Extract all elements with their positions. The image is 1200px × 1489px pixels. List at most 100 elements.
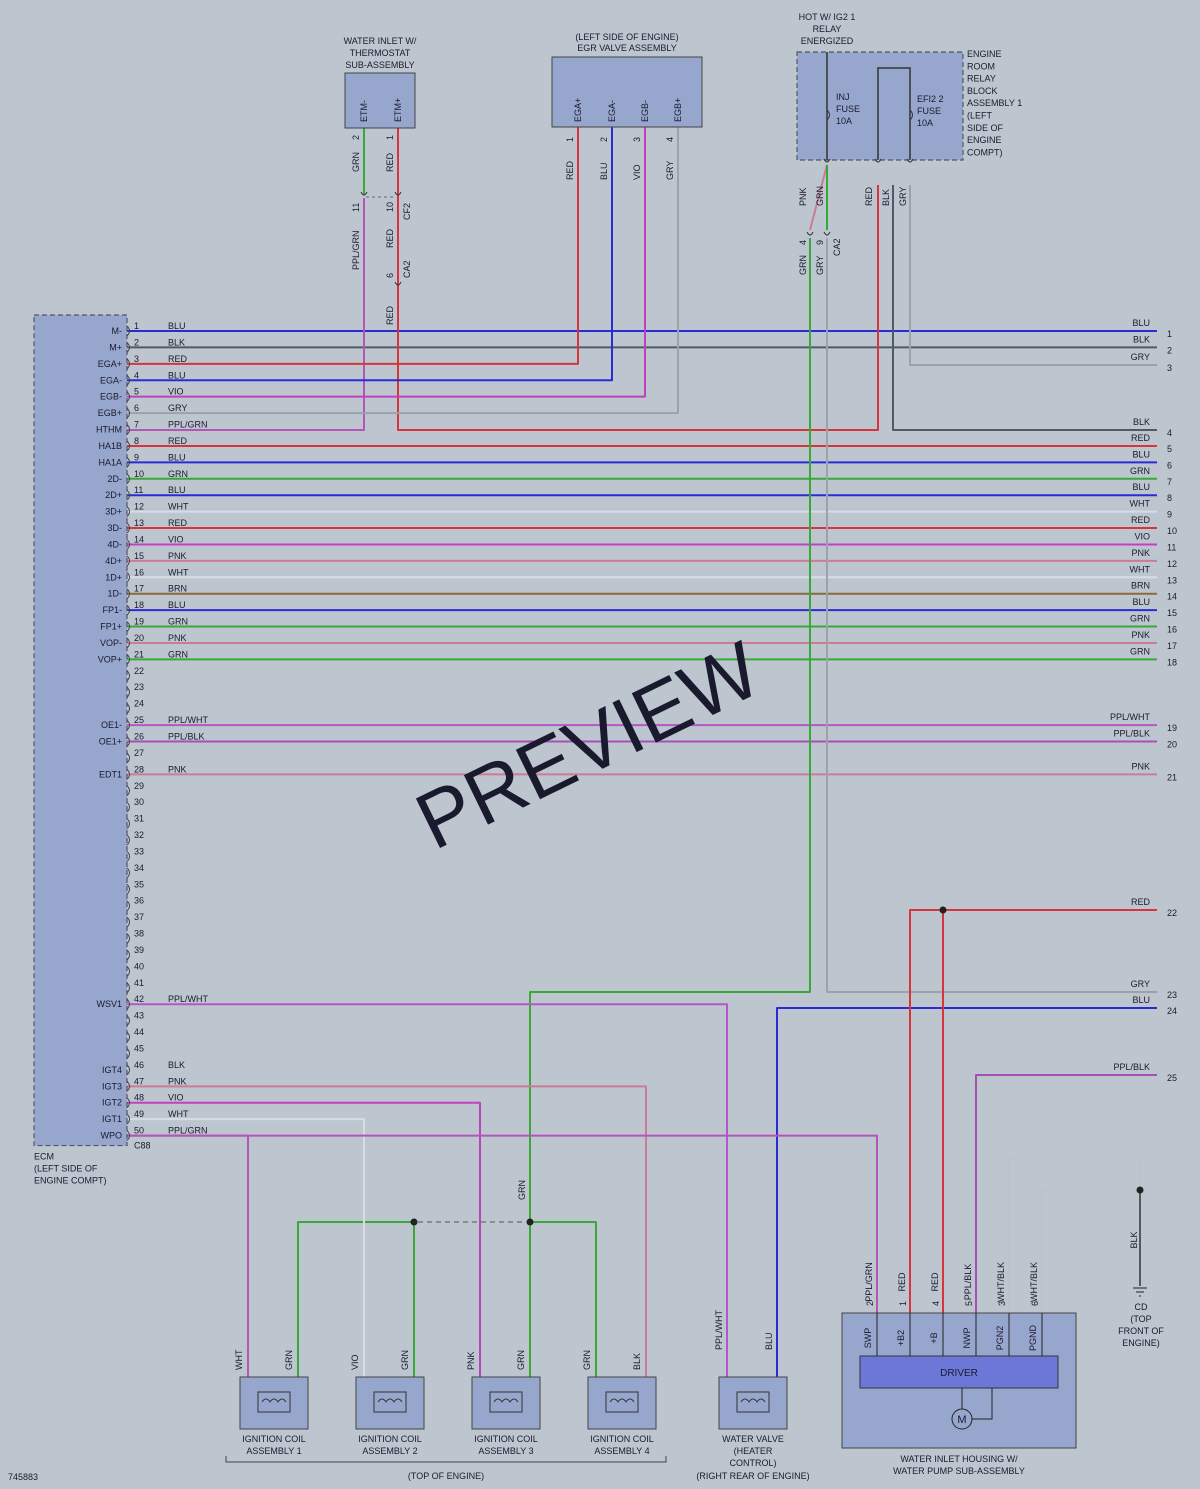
wire-color-label: WHT xyxy=(168,1109,189,1119)
ecm-pin-number: 30 xyxy=(134,797,144,807)
ecm-pin-number: 11 xyxy=(134,485,143,495)
coil-symbol xyxy=(257,1391,291,1413)
pin-name: ETM- xyxy=(359,100,369,122)
coil-winding xyxy=(609,1398,635,1403)
ecm-pin-number: 13 xyxy=(134,518,144,528)
wire-color-label: BLK xyxy=(1133,417,1150,427)
ecm-pin-number: 36 xyxy=(134,896,144,906)
wire-color-label: WHT xyxy=(1130,499,1151,509)
egr-wire-EGA+ xyxy=(127,127,579,365)
fuse-bus xyxy=(877,67,911,160)
ecm-pin-number: 17 xyxy=(134,584,144,594)
ecm-pin-number: 49 xyxy=(134,1109,144,1119)
terminal-number: 10 xyxy=(1167,526,1177,536)
wire-color-label: WHT xyxy=(168,567,189,577)
wire-color-label: RED xyxy=(168,518,188,528)
wire-color-label: RED xyxy=(385,152,395,172)
relay-block-title: SIDE OF xyxy=(967,123,1004,133)
terminal-number: 24 xyxy=(1167,1006,1177,1016)
wire-color-label: GRN xyxy=(815,186,825,206)
ecm-pin-number: 33 xyxy=(134,846,144,856)
ecm-pin-mark xyxy=(126,998,130,1010)
terminal-number: 25 xyxy=(1167,1073,1177,1083)
ground-label: (TOP xyxy=(1130,1314,1151,1324)
terminal-number: 22 xyxy=(1167,908,1177,918)
wire-color-label: RED xyxy=(565,160,575,180)
ca2-connector-mark xyxy=(394,281,402,286)
thermostat-title: THERMOSTAT xyxy=(350,48,411,58)
igt-wire-3 xyxy=(127,1101,481,1377)
relay-block-title: COMPT) xyxy=(967,147,1003,157)
wire-color-label: BLU xyxy=(764,1332,774,1350)
ecm-pin-number: 27 xyxy=(134,748,144,758)
terminal-number: 16 xyxy=(1167,625,1177,635)
pin-name: PGND xyxy=(1028,1325,1038,1352)
pin-number: 3 xyxy=(997,1301,1007,1306)
egr-title: EGR VALVE ASSEMBLY xyxy=(577,43,677,53)
coil-winding xyxy=(377,1398,403,1403)
relay-gry-wire-23 xyxy=(826,238,1157,993)
relay-block-title: ROOM xyxy=(967,61,995,71)
pump-b2-wire xyxy=(909,909,1157,1313)
wire-color-label: GRN xyxy=(351,152,361,172)
wire-color-label: VIO xyxy=(168,1093,184,1103)
ecm-pin-number: 50 xyxy=(134,1126,144,1136)
wire-color-label: BLU xyxy=(1132,482,1150,492)
relay-connector-mark xyxy=(874,158,882,163)
ecm-pin-mark xyxy=(126,1080,130,1092)
ecm-pin-name: EGB+ xyxy=(98,408,122,418)
pin-name: PGN2 xyxy=(995,1326,1005,1351)
ecm-pin-name: VOP- xyxy=(100,638,122,648)
coil-title: ASSEMBLY 4 xyxy=(594,1446,649,1456)
ecm-pin-mark xyxy=(126,489,130,501)
wire-color-label: PPL/BLK xyxy=(168,732,205,742)
wire-color-label: BLU xyxy=(168,600,186,610)
wire-color-label: WHT xyxy=(234,1349,244,1370)
ecm-pin-mark xyxy=(126,391,130,403)
pgnd-wire xyxy=(1041,1189,1140,1313)
ecm-pin-mark xyxy=(126,457,130,468)
hthm-wire xyxy=(127,198,365,431)
ecm-pin-name: FP1- xyxy=(102,605,122,615)
ecm-pin-mark xyxy=(126,670,130,682)
ecm-pin-mark xyxy=(126,407,130,419)
ecm-pin-number: 21 xyxy=(134,649,144,659)
ecm-pin-mark xyxy=(126,703,130,715)
ecm-pin-name: EDT1 xyxy=(99,769,122,779)
hot-label: HOT W/ IG2 1 xyxy=(799,12,856,22)
ecm-pin-number: 37 xyxy=(134,912,144,922)
ignition-coil-2 xyxy=(355,1376,425,1430)
splice-dot xyxy=(526,1218,534,1226)
ecm-pin-mark xyxy=(126,1048,130,1059)
wire-color-label: VIO xyxy=(1134,531,1150,541)
thermostat-title: SUB-ASSEMBLY xyxy=(345,60,414,70)
wire-color-label: BLK xyxy=(1133,334,1150,344)
ecm-pin-number: 47 xyxy=(134,1076,144,1086)
thermostat-connector-mark xyxy=(360,191,368,196)
ecm-pin-mark xyxy=(126,851,130,862)
wire-color-label: GRY xyxy=(665,161,675,180)
coil-winding xyxy=(493,1398,519,1403)
ground-label: CD xyxy=(1135,1302,1148,1312)
ecm-pin-mark xyxy=(126,555,130,567)
water-valve-title: (RIGHT REAR OF ENGINE) xyxy=(696,1471,809,1481)
ecm-pin-mark xyxy=(126,818,130,829)
wire-color-label: GRN xyxy=(400,1350,410,1370)
wire-color-label: PPL/GRN xyxy=(168,1126,208,1136)
ecm-pin-name: HTHM xyxy=(96,425,122,435)
wire-color-label: BLU xyxy=(168,452,186,462)
wire-color-label: BRN xyxy=(168,584,187,594)
ecm-pin-number: 41 xyxy=(134,978,144,988)
terminal-number: 15 xyxy=(1167,608,1177,618)
terminal-number: 8 xyxy=(1167,493,1172,503)
ecm-pin-number: 43 xyxy=(134,1011,144,1021)
ecm-pin-mark xyxy=(126,342,130,353)
ecm-pin-number: 29 xyxy=(134,781,144,791)
fuse-label: FUSE xyxy=(917,106,941,116)
coil-title: IGNITION COIL xyxy=(474,1434,538,1444)
wire-color-label: PPL/GRN xyxy=(864,1262,874,1302)
ecm-pin-number: 5 xyxy=(134,387,139,397)
wire-color-label: BLU xyxy=(1132,597,1150,607)
terminal-number: 7 xyxy=(1167,477,1172,487)
ecm-box xyxy=(33,314,128,1147)
